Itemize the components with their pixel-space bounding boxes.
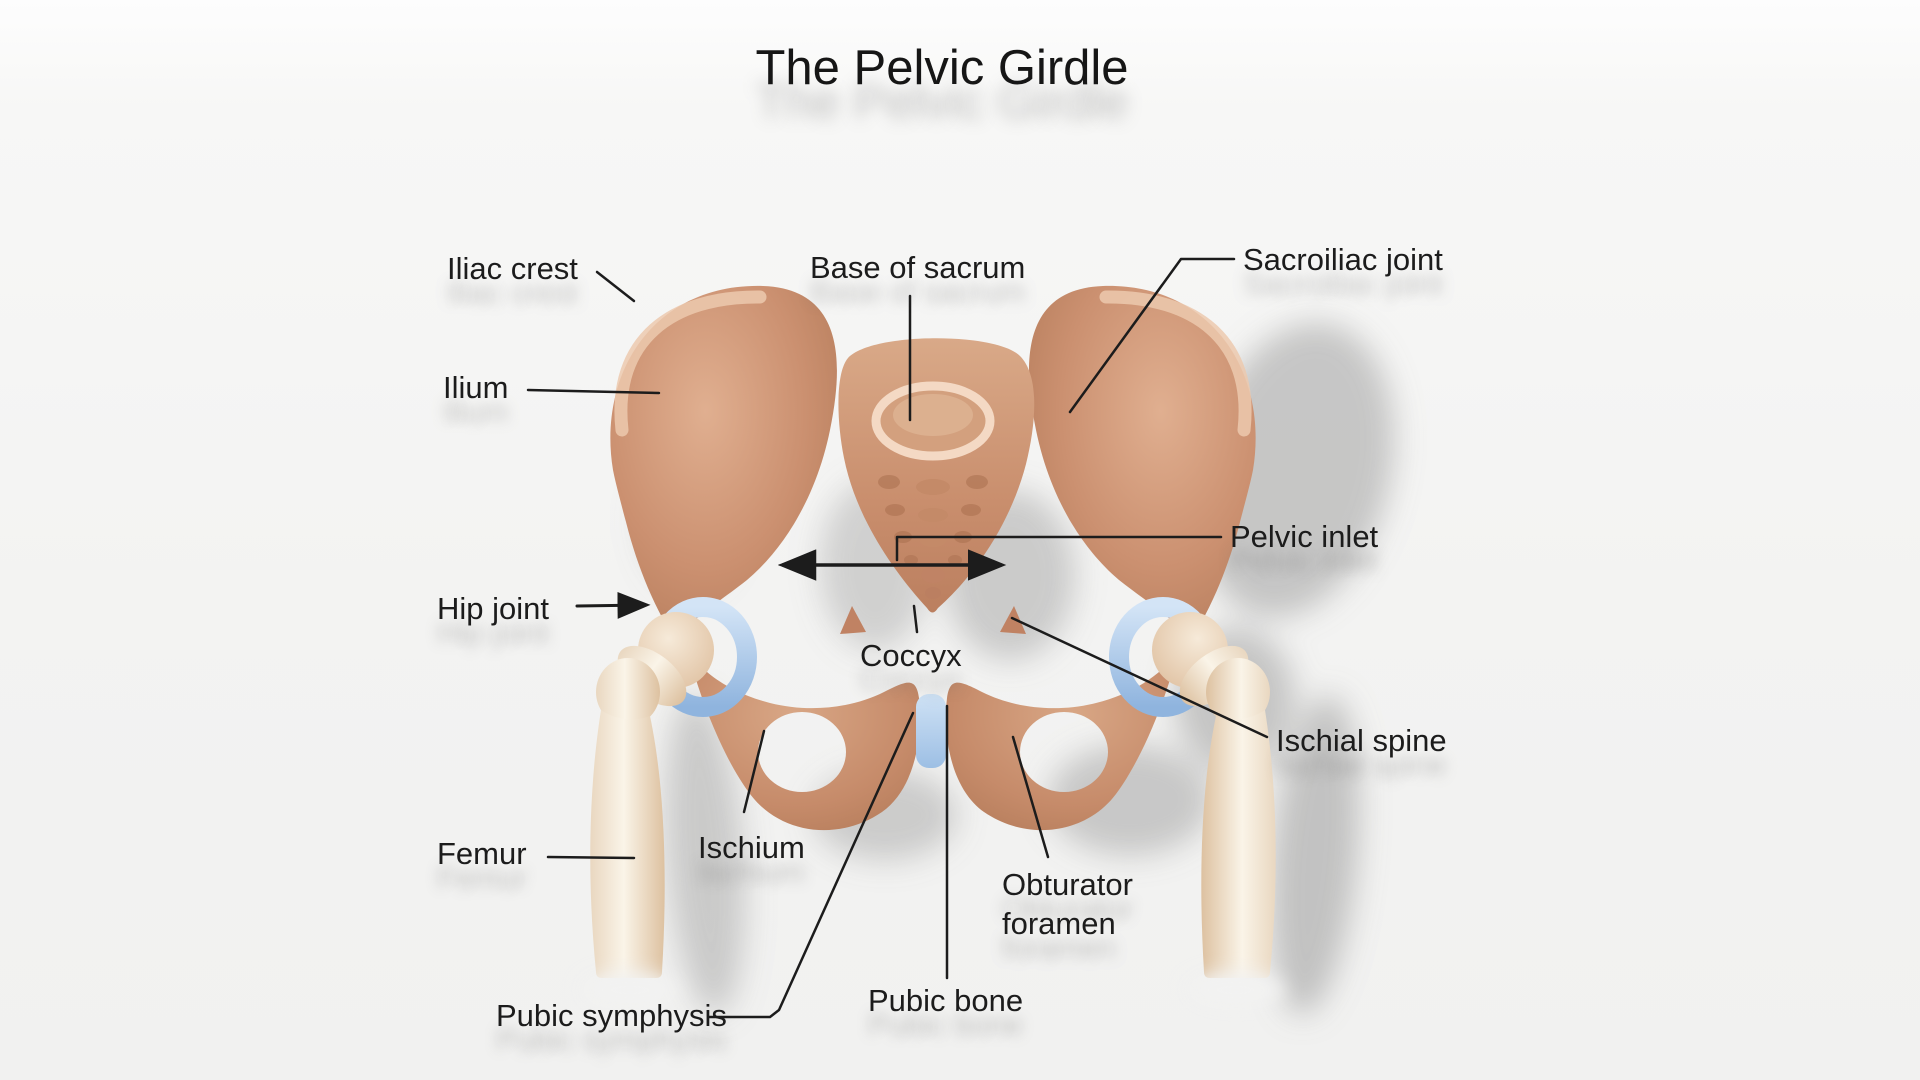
label-pubic-symphysis: Pubic symphysis bbox=[496, 998, 727, 1033]
label-coccyx: Coccyx bbox=[860, 638, 962, 673]
leader-femur bbox=[546, 855, 636, 860]
leader-pubic-symphysis bbox=[707, 711, 915, 1019]
leader-ischial-spine bbox=[1010, 616, 1269, 739]
coccyx-segment bbox=[921, 567, 945, 583]
femur-fade bbox=[582, 972, 1284, 1008]
label-ilium: Ilium bbox=[443, 370, 509, 405]
left-ischium-loop bbox=[688, 652, 921, 831]
label-hip-joint: Hip joint bbox=[437, 591, 549, 626]
left-iliac-crest-highlight bbox=[614, 290, 767, 437]
label-ischial-spine: Ischial spine bbox=[1276, 723, 1447, 758]
left-femur-shaft bbox=[590, 710, 665, 978]
label-sacroiliac-joint: Sacroiliac joint bbox=[1243, 242, 1443, 277]
leader-lines bbox=[526, 257, 1269, 1019]
label-base-of-sacrum: Base of sacrum bbox=[810, 250, 1026, 285]
right-ischium-loop bbox=[945, 652, 1178, 831]
leader-coccyx bbox=[912, 604, 919, 634]
leader-hip-joint bbox=[575, 591, 651, 619]
leader-ischium bbox=[742, 729, 766, 814]
leader-ilium bbox=[526, 388, 661, 395]
leader-obturator-foramen bbox=[1011, 735, 1050, 859]
right-hip-and-femur bbox=[945, 285, 1276, 978]
left-hip-and-femur bbox=[590, 285, 921, 978]
leader-iliac-crest bbox=[595, 270, 636, 303]
label-pelvic-inlet: Pelvic inlet bbox=[1230, 519, 1379, 554]
label-femur: Femur bbox=[437, 836, 527, 871]
label-obturator-foramen: Obturator foramen bbox=[1002, 867, 1133, 941]
right-ilium-wing bbox=[1029, 285, 1256, 644]
figure-title: The Pelvic Girdle bbox=[755, 41, 1129, 95]
sacrum-base-highlight bbox=[893, 394, 973, 436]
right-femur-shaft bbox=[1201, 710, 1276, 978]
label-ischium: Ischium bbox=[698, 830, 805, 865]
left-ilium-wing bbox=[610, 285, 837, 644]
coccyx-tip bbox=[925, 587, 941, 599]
pubic-symphysis-cartilage bbox=[916, 694, 946, 768]
sacrum bbox=[838, 338, 1035, 613]
leader-sacroiliac-joint bbox=[1068, 257, 1236, 414]
right-iliac-crest-highlight bbox=[1099, 290, 1252, 437]
left-greater-trochanter bbox=[596, 658, 660, 726]
left-ischial-spine-bump bbox=[840, 606, 866, 634]
label-pubic-bone: Pubic bone bbox=[868, 983, 1024, 1018]
right-greater-trochanter bbox=[1206, 658, 1270, 726]
label-iliac-crest: Iliac crest bbox=[447, 251, 578, 286]
right-ischial-spine-bump bbox=[1000, 606, 1026, 634]
